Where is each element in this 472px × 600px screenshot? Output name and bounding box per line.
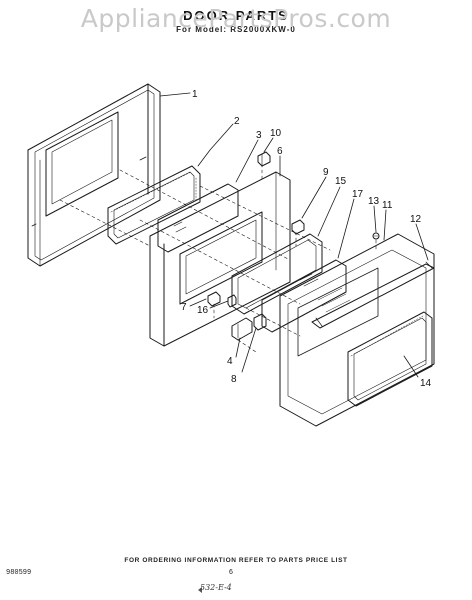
watermark: AppliancePartsPros.com	[80, 4, 392, 33]
callout-14: 14	[420, 378, 432, 389]
part-6-inner-liner	[149, 171, 291, 347]
diagram-title: DOOR PARTS	[183, 8, 289, 23]
part-13-screw	[372, 232, 380, 240]
part-12-handle	[311, 261, 435, 329]
handwritten-note: 532-E-4	[200, 583, 232, 592]
callout-12: 12	[410, 214, 422, 225]
part-16-hinge-pin	[227, 294, 237, 308]
document-code: 980599	[6, 569, 32, 577]
part-15-glass-frame	[231, 233, 323, 315]
callout-4: 4	[227, 356, 233, 367]
callout-11: 11	[382, 200, 393, 211]
callout-1: 1	[192, 89, 198, 100]
callout-16: 16	[197, 305, 209, 316]
part-8-hinge-receiver	[253, 313, 267, 331]
callout-2: 2	[234, 116, 240, 127]
part-3-window-glass	[157, 183, 239, 253]
callout-9: 9	[323, 167, 329, 178]
part-9-bracket	[291, 219, 305, 235]
part-2-window-gasket	[107, 165, 201, 245]
part-11-outer-frame	[279, 233, 435, 427]
leader-lines	[159, 92, 429, 378]
callout-17: 17	[352, 189, 364, 200]
part-7-hinge-clip	[207, 291, 221, 307]
part-10-clip	[257, 151, 271, 167]
callout-8: 8	[231, 374, 237, 385]
callout-10: 10	[270, 128, 282, 139]
page-number: 6	[229, 569, 233, 576]
callout-7: 7	[181, 302, 187, 313]
part-17-inner-glass	[261, 259, 347, 333]
callout-6: 6	[277, 146, 283, 157]
callout-13: 13	[368, 196, 380, 207]
callout-3: 3	[256, 130, 262, 141]
callout-15: 15	[335, 176, 347, 187]
model-subtitle: For Model: RS2000XKW-0	[176, 25, 296, 34]
ordering-note: FOR ORDERING INFORMATION REFER TO PARTS …	[124, 557, 348, 564]
part-14-door-seal	[347, 311, 433, 407]
part-1-outer-door-panel	[27, 83, 161, 267]
assembly-lines	[59, 163, 377, 353]
part-4-hinge	[231, 317, 253, 341]
